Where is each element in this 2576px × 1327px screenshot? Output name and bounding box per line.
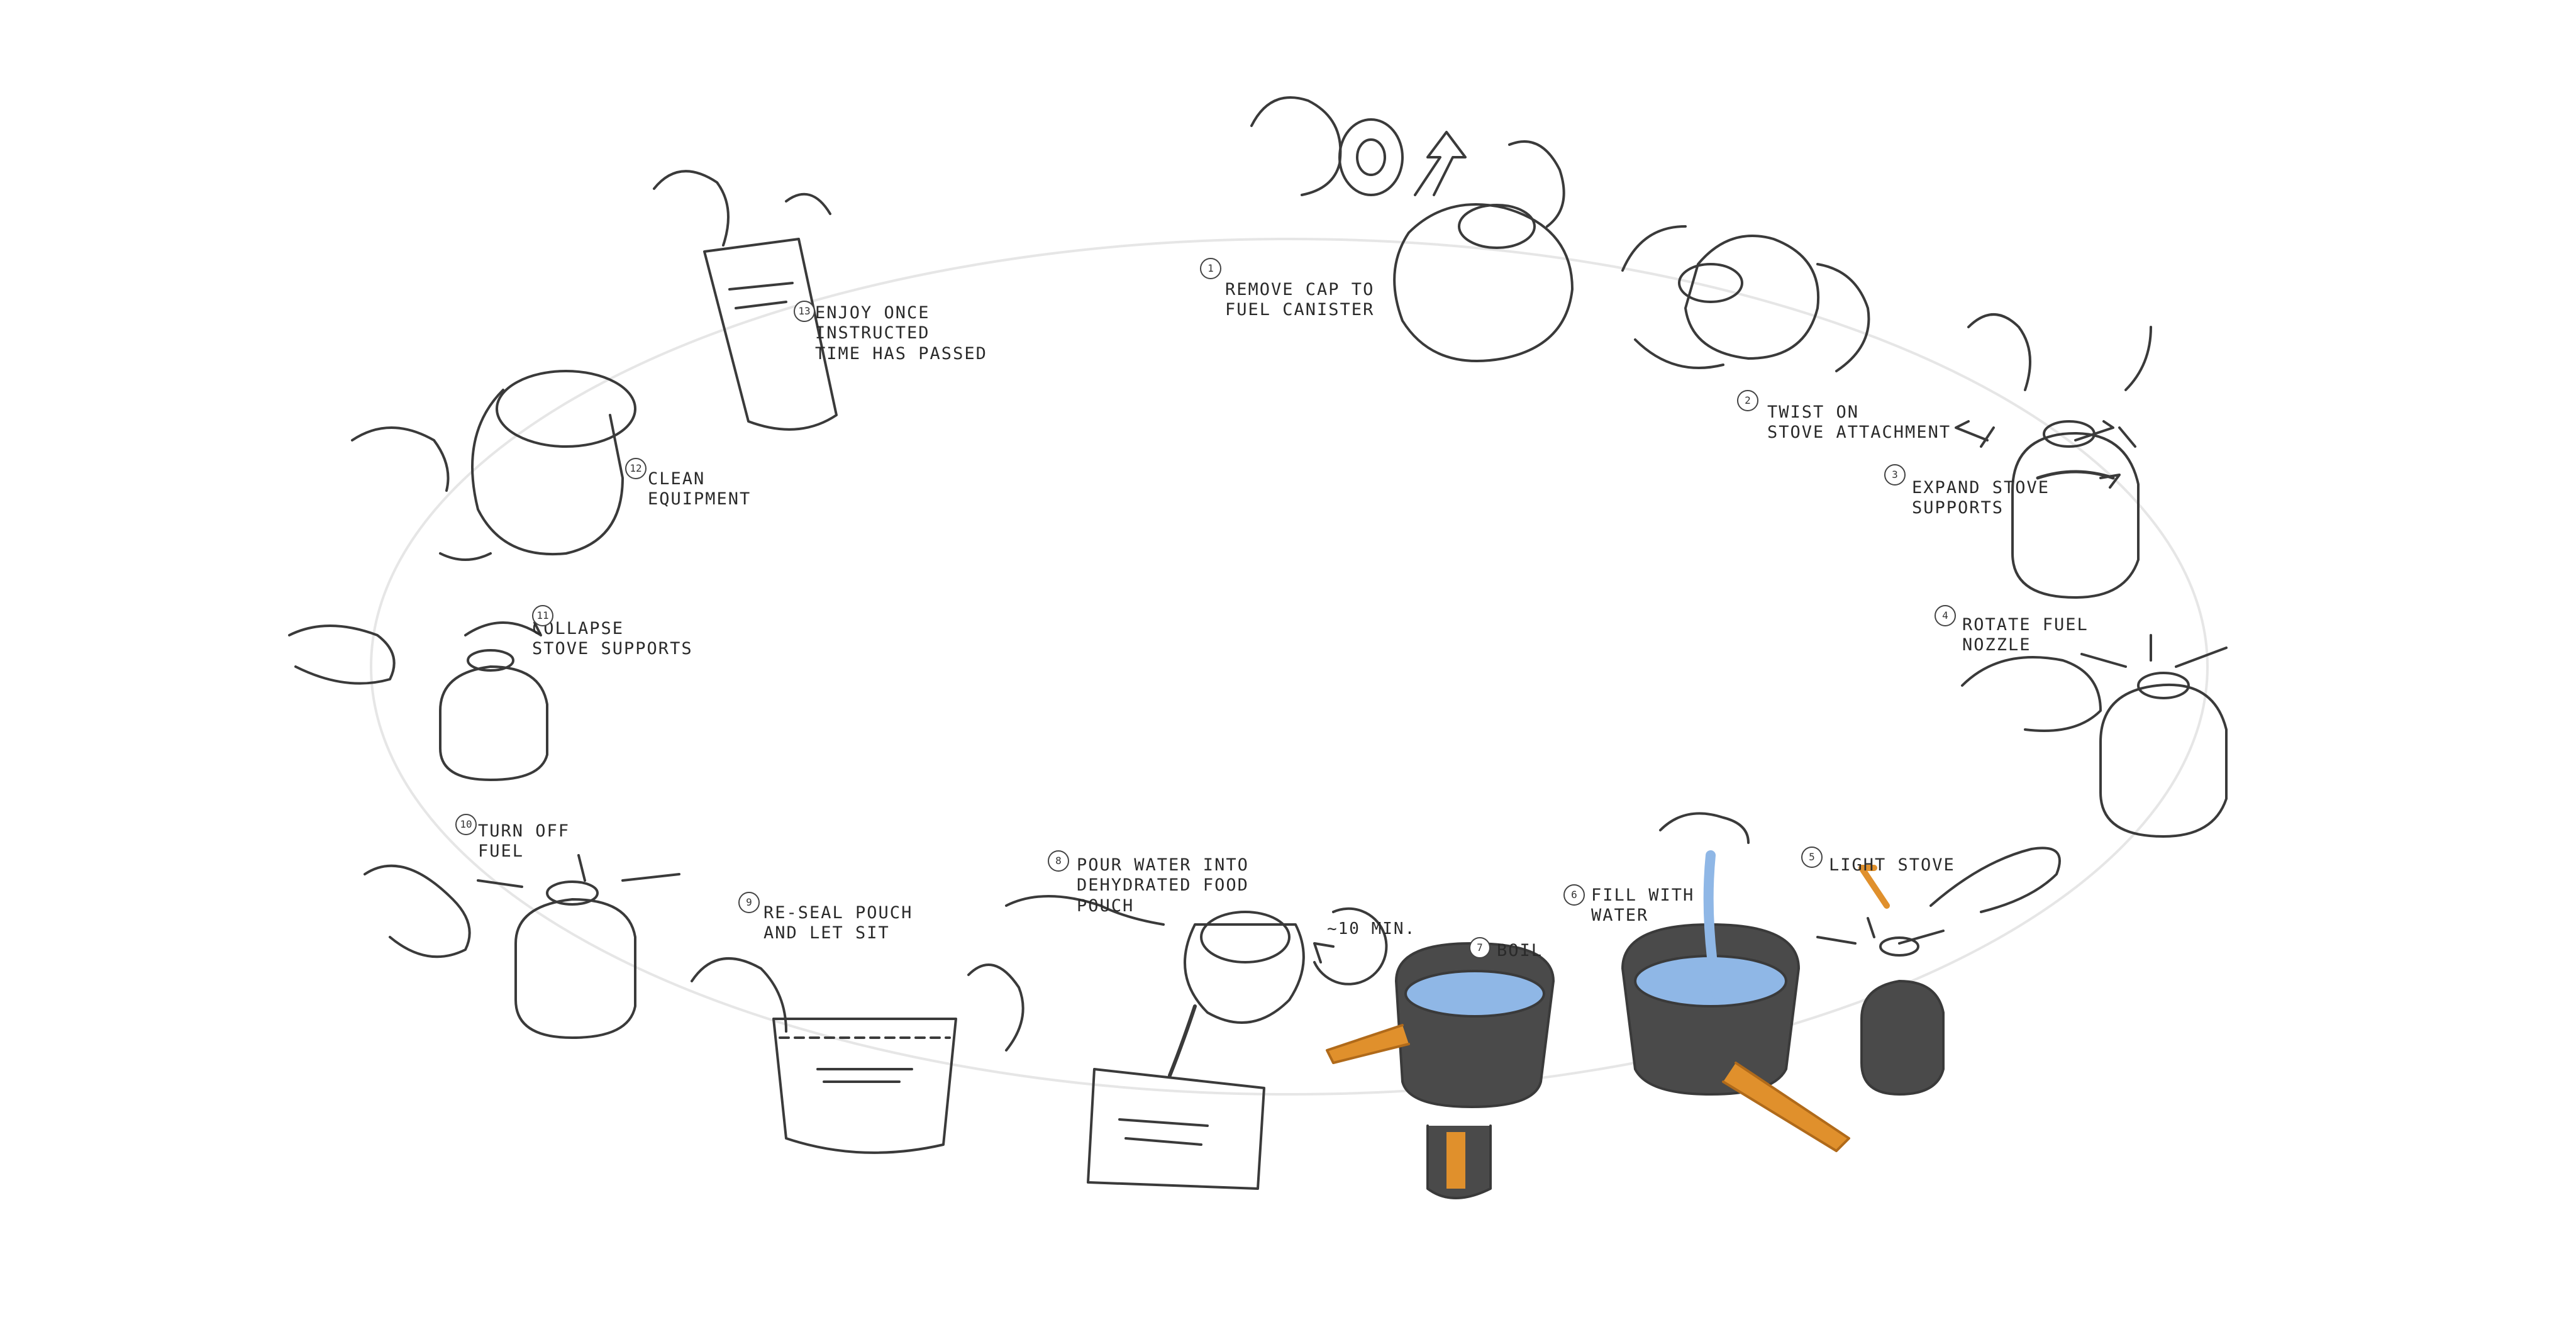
step-11-label: COLLAPSE STOVE SUPPORTS xyxy=(532,619,693,660)
step-13-number: 13 xyxy=(794,301,815,322)
step-9-reseal-illustration xyxy=(692,958,1023,1153)
step-7-label: BOIL xyxy=(1497,941,1543,961)
step-5-number: 5 xyxy=(1801,847,1823,868)
step-1-canister-illustration xyxy=(1252,97,1572,361)
step-7-number: 7 xyxy=(1469,937,1491,958)
step-10-label: TURN OFF FUEL xyxy=(478,821,570,862)
step-4-rotate-illustration xyxy=(1962,635,2226,836)
step-3-expand-illustration xyxy=(1956,314,2151,597)
cycle-guide-ellipse xyxy=(371,239,2207,1094)
step-10-number: 10 xyxy=(455,814,477,835)
step-11-number: 11 xyxy=(532,605,553,626)
step-4-label: ROTATE FUEL NOZZLE xyxy=(1962,615,2089,656)
step-5-label: LIGHT STOVE xyxy=(1829,855,1955,875)
step-13-enjoy-illustration xyxy=(654,171,836,430)
step-3-label: EXPAND STOVE SUPPORTS xyxy=(1912,478,2050,519)
step-2-twist-illustration xyxy=(1623,226,1868,371)
step-10-turnoff-illustration xyxy=(365,855,679,1038)
step-8-pour-illustration xyxy=(1006,896,1304,1189)
step-6-number: 6 xyxy=(1563,884,1585,906)
step-13-label: ENJOY ONCE INSTRUCTED TIME HAS PASSED xyxy=(815,303,987,364)
step-12-clean-illustration xyxy=(352,371,635,560)
step-3-number: 3 xyxy=(1884,464,1906,486)
step-1-number: 1 xyxy=(1200,258,1221,279)
step-12-number: 12 xyxy=(625,458,647,479)
step-8-number: 8 xyxy=(1048,850,1069,872)
step-11-collapse-illustration xyxy=(289,623,547,780)
step-2-number: 2 xyxy=(1737,390,1758,411)
step-8-label: POUR WATER INTO DEHYDRATED FOOD POUCH xyxy=(1077,855,1249,916)
step-12-label: CLEAN EQUIPMENT xyxy=(648,469,751,510)
timer-label: ~10 MIN. xyxy=(1327,919,1416,939)
step-9-number: 9 xyxy=(738,892,760,913)
step-9-label: RE-SEAL POUCH AND LET SIT xyxy=(763,903,913,944)
step-2-label: TWIST ON STOVE ATTACHMENT xyxy=(1767,403,1951,443)
step-5-light-illustration xyxy=(1818,848,2060,1094)
step-1-label: REMOVE CAP TO FUEL CANISTER xyxy=(1225,280,1374,321)
step-4-number: 4 xyxy=(1935,605,1956,626)
step-6-label: FILL WITH WATER xyxy=(1591,886,1694,926)
